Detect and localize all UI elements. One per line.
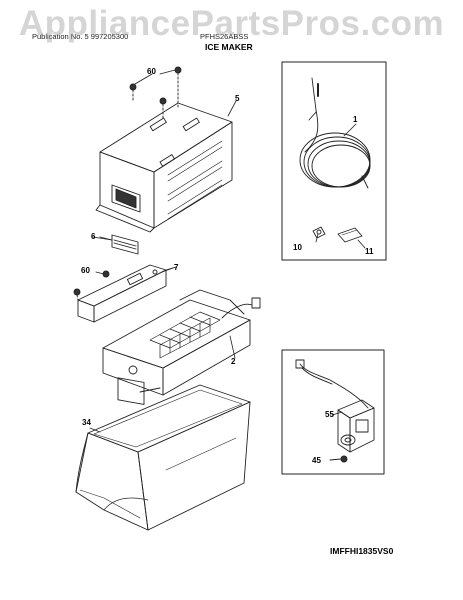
fill-cup-shield <box>99 234 139 255</box>
callout-7: 7 <box>174 263 179 272</box>
ice-maker-assembly <box>102 289 261 405</box>
model-number: PFHS26ABSS <box>200 32 249 41</box>
callout-leaders <box>89 100 366 433</box>
section-title: ICE MAKER <box>205 42 253 52</box>
ice-bucket <box>75 384 251 531</box>
callout-60-top: 60 <box>147 67 156 76</box>
diagram-code: IMFFHI1835VS0 <box>330 546 394 556</box>
callout-2: 2 <box>231 357 236 366</box>
callout-34: 34 <box>82 418 91 427</box>
callout-55: 55 <box>325 410 334 419</box>
water-valve-inset <box>281 349 385 475</box>
callout-60-front: 60 <box>81 266 90 275</box>
fill-tube-inset <box>281 61 387 261</box>
callout-10: 10 <box>293 243 302 252</box>
publication-number: Publication No. 5 997205300 <box>32 32 129 41</box>
callout-6: 6 <box>91 232 96 241</box>
callout-1: 1 <box>353 115 358 124</box>
callout-45: 45 <box>312 456 321 465</box>
callout-5: 5 <box>235 94 240 103</box>
cover-screws <box>129 66 182 119</box>
callout-11: 11 <box>365 247 374 256</box>
front-cover <box>73 264 177 323</box>
ice-maker-cover <box>95 102 233 233</box>
